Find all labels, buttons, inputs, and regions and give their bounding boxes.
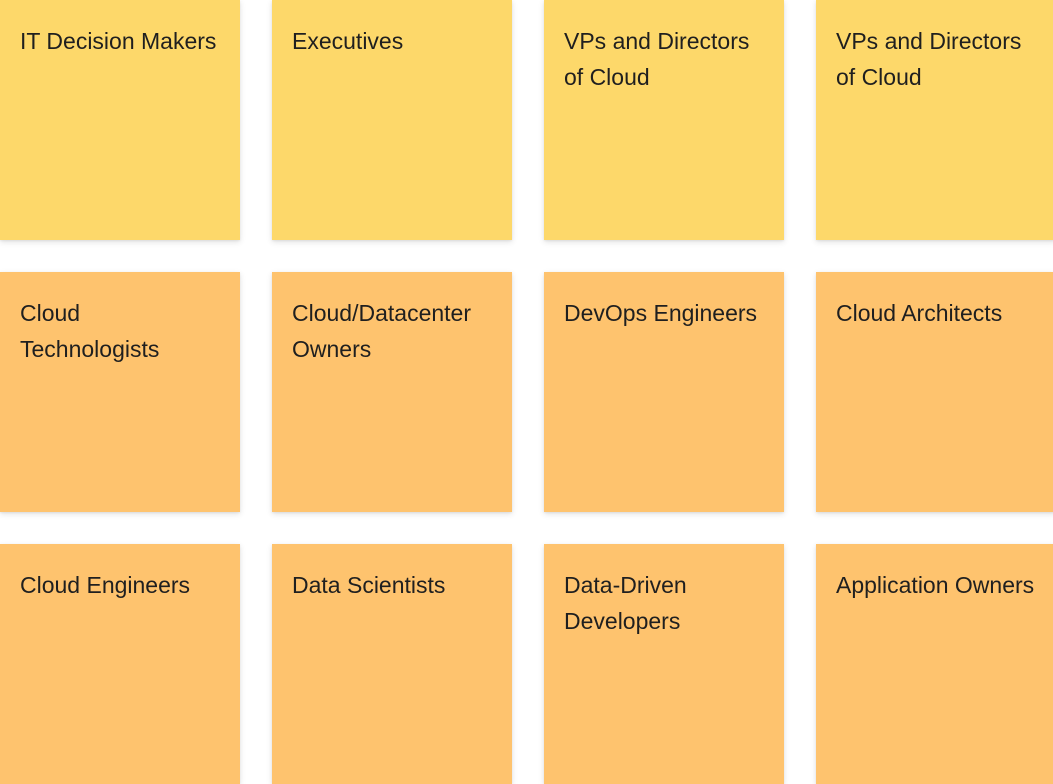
sticky-note-cloud-architects[interactable]: Cloud Architects — [816, 272, 1053, 512]
sticky-note-cloud-engineers[interactable]: Cloud Engineers — [0, 544, 240, 784]
sticky-note-text: IT Decision Makers — [20, 28, 217, 54]
sticky-note-data-driven-developers[interactable]: Data-Driven Developers — [544, 544, 784, 784]
sticky-note-cloud-technologists[interactable]: Cloud Technologists — [0, 272, 240, 512]
sticky-note-text: Cloud Architects — [836, 300, 1003, 326]
sticky-note-text: Data-Driven Developers — [564, 572, 687, 634]
sticky-note-it-decision-makers[interactable]: IT Decision Makers — [0, 0, 240, 240]
sticky-note-cloud-datacenter-owners[interactable]: Cloud/Datacenter Owners — [272, 272, 512, 512]
sticky-note-text: VPs and Directors of Cloud — [564, 28, 750, 90]
sticky-note-vps-directors-of-cloud-duplicate[interactable]: VPs and Directors of Cloud — [816, 0, 1053, 240]
sticky-note-text: Cloud/Datacenter Owners — [292, 300, 471, 362]
sticky-note-text: Application Owners — [836, 572, 1035, 598]
sticky-note-application-owners[interactable]: Application Owners — [816, 544, 1053, 784]
sticky-note-text: DevOps Engineers — [564, 300, 758, 326]
sticky-note-vps-directors-of-cloud[interactable]: VPs and Directors of Cloud — [544, 0, 784, 240]
sticky-note-text: Cloud Engineers — [20, 572, 191, 598]
sticky-note-text: Executives — [292, 28, 404, 54]
sticky-note-text: Data Scientists — [292, 572, 446, 598]
sticky-note-text: Cloud Technologists — [20, 300, 160, 362]
sticky-note-executives[interactable]: Executives — [272, 0, 512, 240]
sticky-note-text: VPs and Directors of Cloud — [836, 28, 1022, 90]
sticky-note-data-scientists[interactable]: Data Scientists — [272, 544, 512, 784]
sticky-note-devops-engineers[interactable]: DevOps Engineers — [544, 272, 784, 512]
